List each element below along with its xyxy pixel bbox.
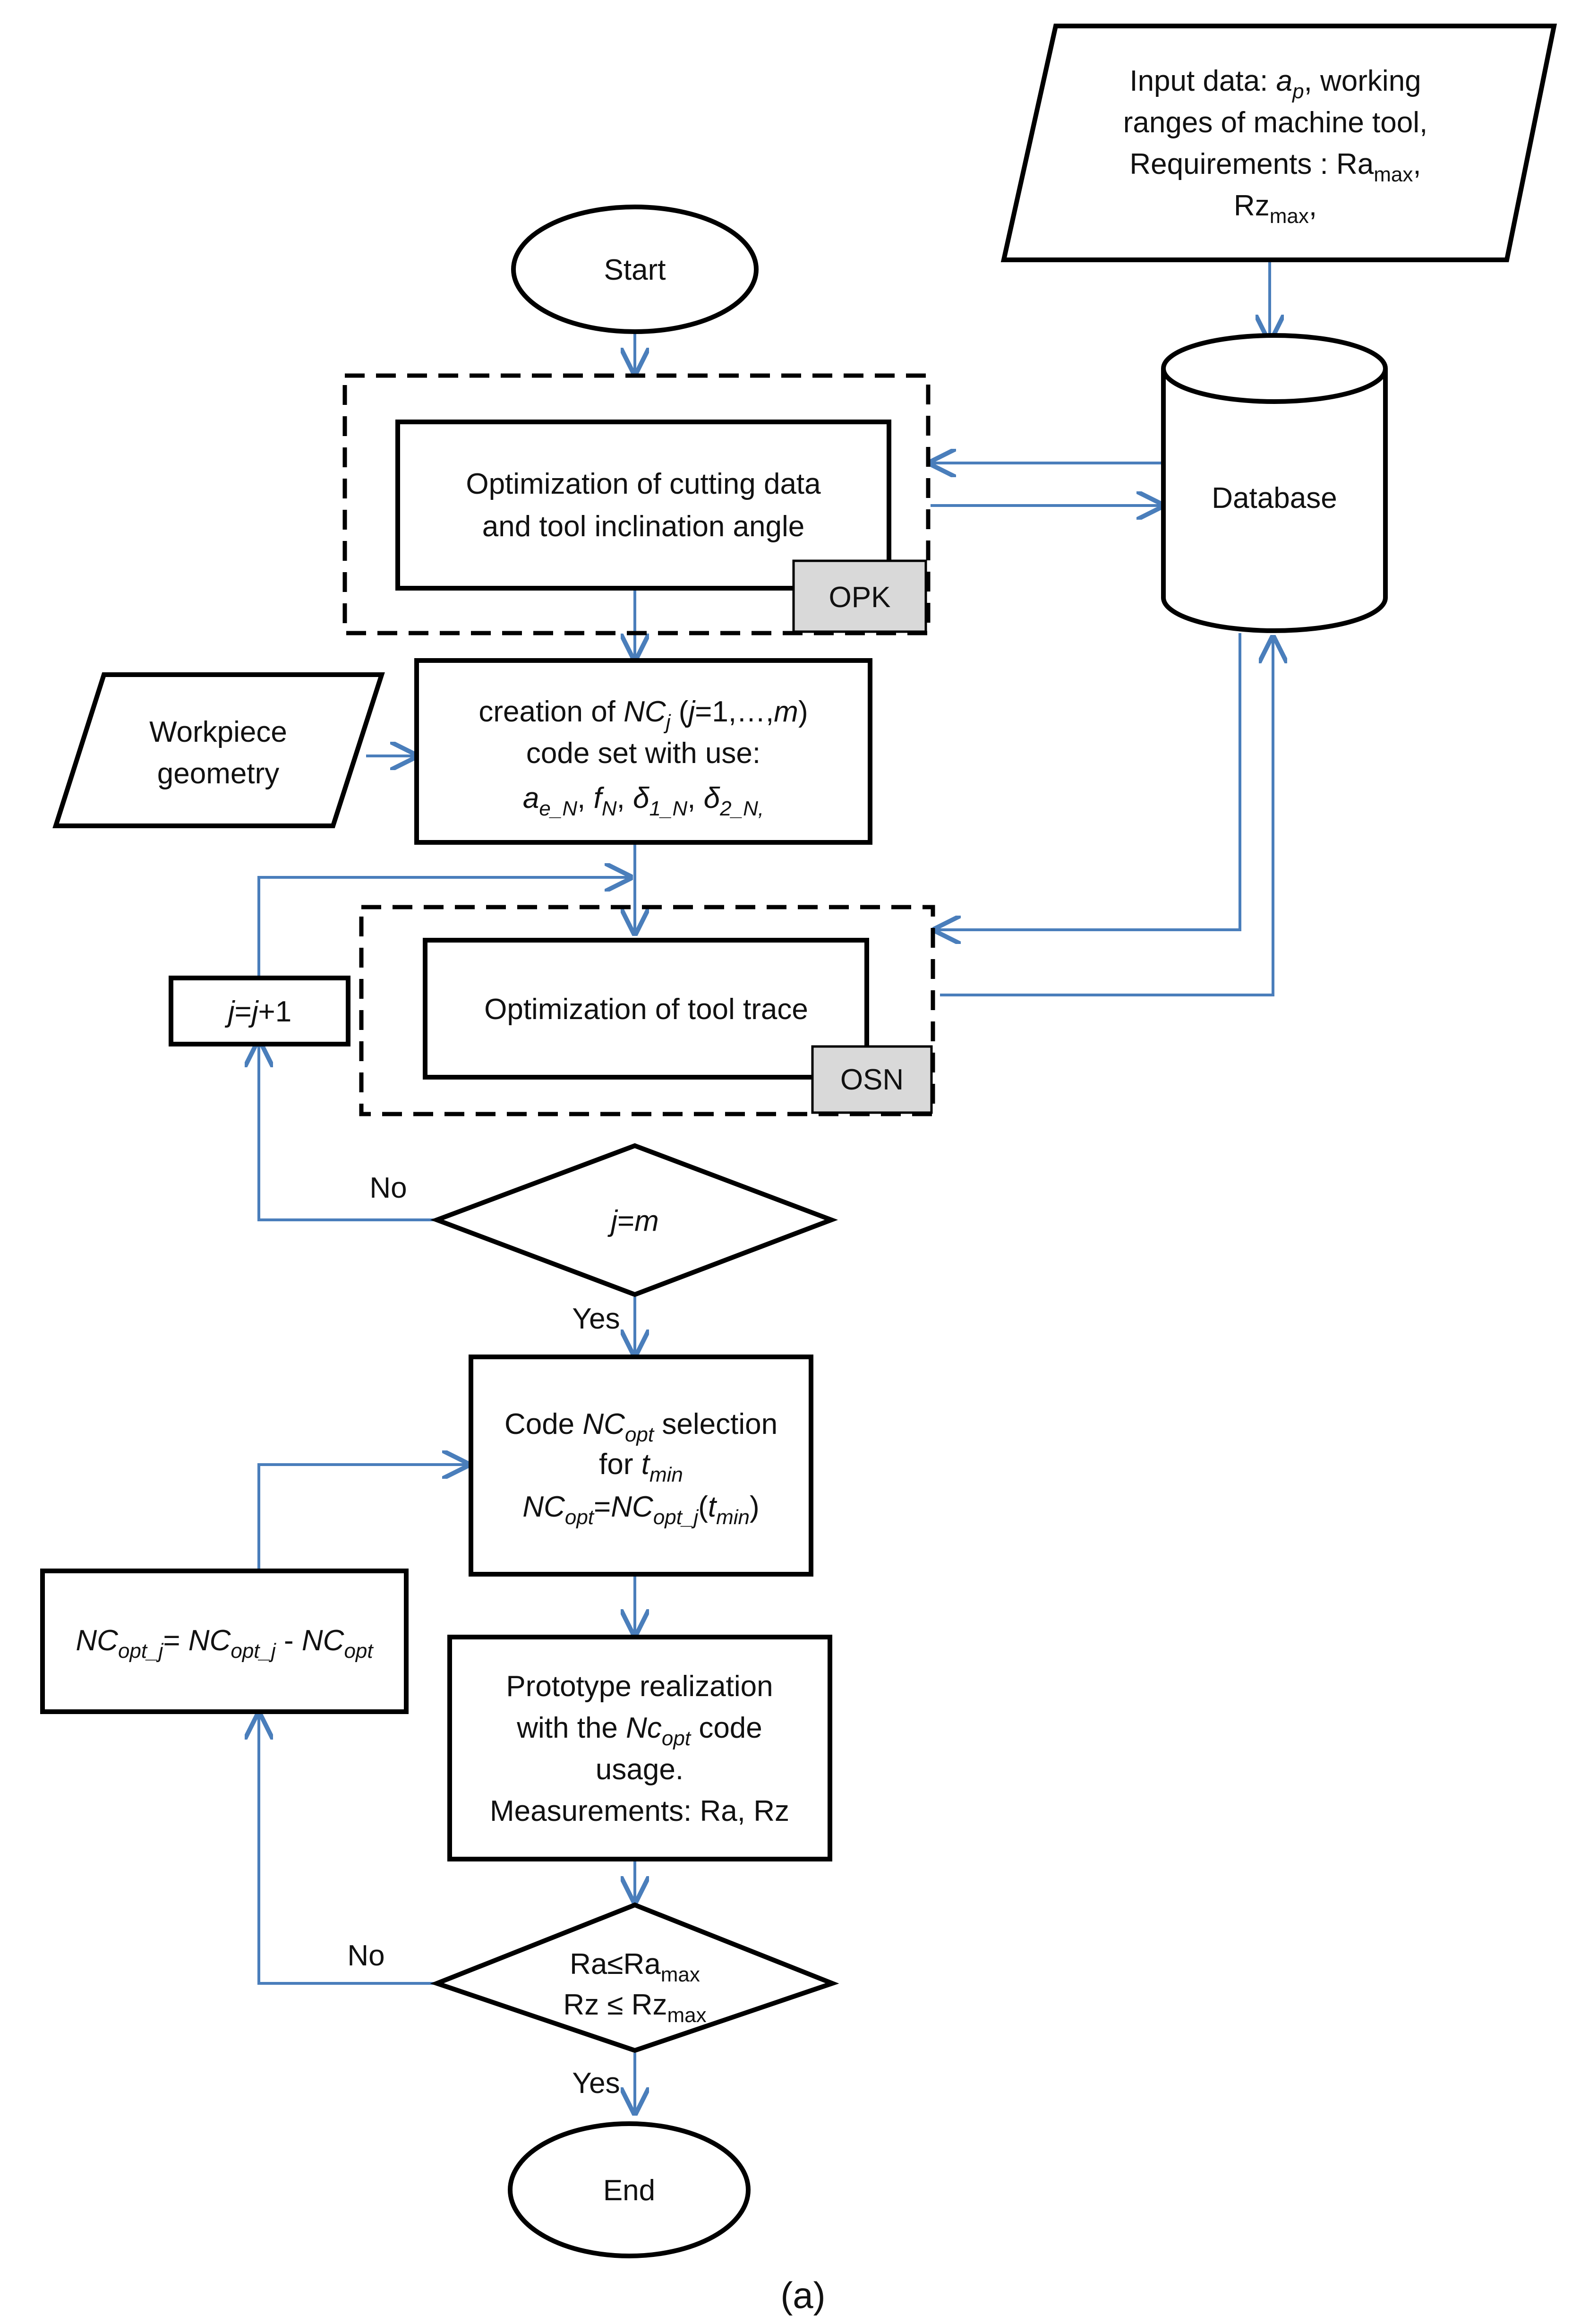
optimization-cutting-line-1: Optimization of cutting data [466, 468, 821, 500]
end-terminator: End [508, 2121, 751, 2258]
decision-roughness: Ra≤Ramax Rz ≤ Rzmax No Yes [347, 1902, 839, 2100]
selection-box: Code NCopt selection for tmin NCopt=NCop… [469, 1355, 813, 1577]
workpiece-line-1: Workpiece [149, 716, 287, 748]
osn-badge [811, 1045, 933, 1114]
arrow-update-to-selection [257, 1465, 468, 1569]
prototype-line-2: with the Ncopt code [516, 1712, 762, 1750]
opk-badge [792, 559, 927, 633]
creation-line-1: creation of NCj (j=1,…,m) [478, 695, 808, 734]
arrow-opt-trace-to-database [940, 638, 1273, 996]
decision-2-yes-label: Yes [572, 2067, 620, 2100]
prototype-line-4: Measurements: Ra, Rz [490, 1795, 789, 1827]
decision-2-line-2: Rz ≤ Rzmax [563, 1989, 706, 2027]
selection-line-2: for tmin [599, 1448, 683, 1486]
workpiece-line-2: geometry [157, 757, 279, 790]
creation-line-2: code set with use: [526, 737, 760, 770]
start-label: Start [604, 254, 666, 286]
database-cylinder: Database [1161, 333, 1388, 633]
prototype-box: Prototype realization with the Ncopt cod… [447, 1635, 832, 1861]
end-label: End [603, 2174, 655, 2207]
input-data-parallelogram: Input data: ap, working ranges of machin… [1000, 24, 1557, 262]
osn-badge-label: OSN [840, 1063, 904, 1096]
input-line-4: Rzmax, [1234, 189, 1317, 228]
selection-line-3: NCopt=NCopt_j(tmin) [522, 1491, 759, 1529]
database-label: Database [1212, 482, 1337, 515]
workpiece-parallelogram: Workpiece geometry [52, 672, 385, 828]
creation-box: creation of NCj (j=1,…,m) code set with … [414, 658, 872, 845]
arrow-decision2-no-to-update [259, 1714, 435, 1985]
opk-badge-label: OPK [829, 581, 891, 614]
increment-label: j=j+1 [225, 995, 291, 1028]
decision-j-equals-m: j=m No Yes [369, 1143, 838, 1335]
connectors [259, 257, 1273, 2113]
input-line-1: Input data: ap, working [1129, 65, 1421, 103]
optimization-cutting-group: Optimization of cutting data and tool in… [342, 373, 931, 635]
optimization-cutting-line-2: and tool inclination angle [482, 510, 805, 543]
start-terminator: Start [511, 205, 759, 334]
arrow-decision-no-to-increment [259, 1042, 435, 1221]
optimization-trace-label: Optimization of tool trace [484, 993, 808, 1026]
decision-2-no-label: No [347, 1939, 384, 1972]
input-line-3: Requirements : Ramax, [1129, 148, 1421, 186]
decision-1-yes-label: Yes [572, 1303, 620, 1335]
arrow-increment-loop-back [257, 877, 630, 976]
increment-box: j=j+1 [169, 976, 350, 1046]
decision-1-no-label: No [369, 1172, 407, 1204]
selection-line-1: Code NCopt selection [504, 1408, 777, 1446]
input-line-2: ranges of machine tool, [1123, 106, 1428, 139]
creation-line-3: ae_N, fN, δ1_N, δ2_N, [523, 782, 764, 820]
optimization-trace-group: Optimization of tool trace OSN [359, 905, 935, 1116]
update-label: NCopt_j= NCopt_j - NCopt [76, 1624, 374, 1663]
decision-2-line-1: Ra≤Ramax [570, 1948, 700, 1986]
arrow-database-to-opt-trace [935, 633, 1241, 930]
decision-1-label: j=m [607, 1205, 659, 1237]
update-box: NCopt_j= NCopt_j - NCopt [40, 1569, 409, 1714]
figure-caption: (a) [780, 2274, 825, 2316]
prototype-line-3: usage. [596, 1753, 683, 1786]
prototype-line-1: Prototype realization [506, 1670, 773, 1703]
